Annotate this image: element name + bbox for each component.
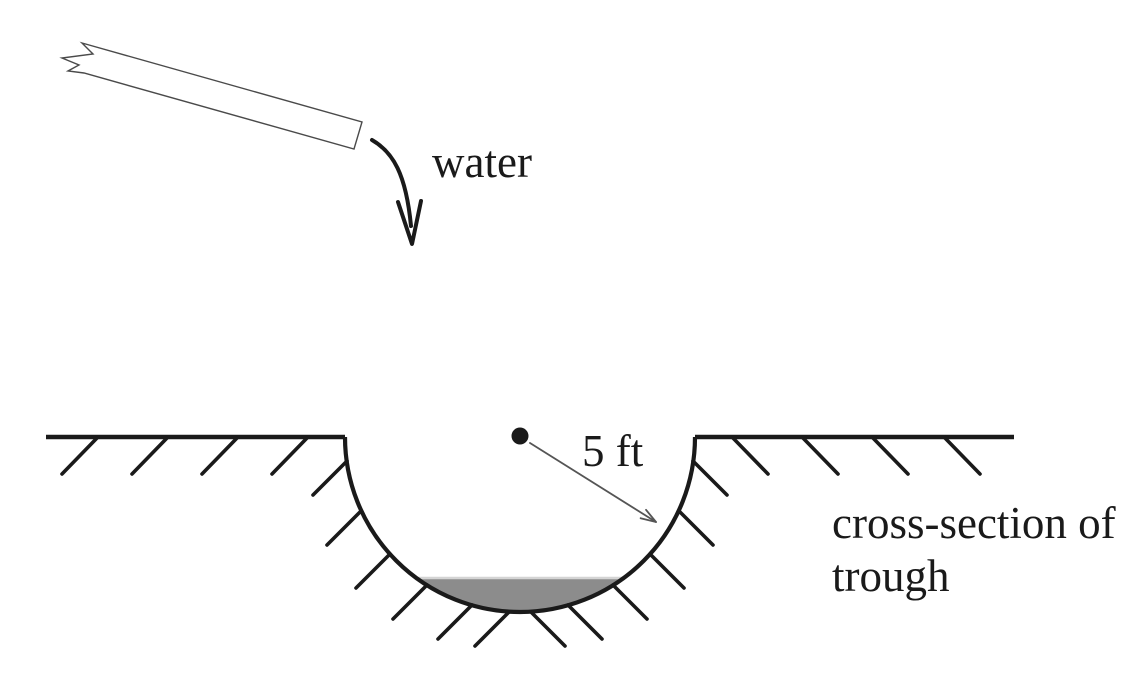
hatch-mark [871, 436, 910, 476]
hatch-mark [529, 610, 567, 648]
radius-label: 5 ft [582, 426, 644, 476]
hatch-mark [130, 436, 169, 476]
water-flow-arrowhead-icon [396, 199, 423, 246]
ground-hatch-marks [60, 436, 982, 648]
hatch-mark [311, 459, 349, 497]
hatch-mark [731, 436, 770, 476]
radius-arrow [529, 442, 657, 523]
water-chute-outline [59, 41, 363, 150]
hatch-mark [436, 603, 474, 641]
caption-line-1: cross-section of [832, 498, 1116, 548]
caption: cross-section of trough [832, 498, 1116, 601]
radius-arrow-shaft [529, 442, 657, 523]
water-label: water [432, 137, 532, 187]
circle-center-dot [511, 427, 529, 445]
hatch-mark [691, 459, 729, 497]
hatch-mark [801, 436, 840, 476]
hatch-mark [270, 436, 309, 476]
hatch-mark [473, 610, 511, 648]
water-flow-arrow [370, 138, 423, 246]
trough-arc [342, 436, 698, 615]
water-flow-arrow-shaft [370, 138, 413, 228]
hatch-mark [200, 436, 239, 476]
hatch-mark [391, 583, 429, 621]
hatch-mark [60, 436, 99, 476]
hatch-mark [354, 552, 392, 590]
hatch-mark [566, 603, 604, 641]
hatch-mark [325, 509, 363, 547]
hatch-mark [611, 583, 649, 621]
hatch-mark [648, 552, 686, 590]
hatch-mark [943, 436, 982, 476]
hatch-mark [677, 509, 715, 547]
caption-line-2: trough [832, 551, 950, 601]
radius-arrowhead-icon [639, 508, 657, 523]
